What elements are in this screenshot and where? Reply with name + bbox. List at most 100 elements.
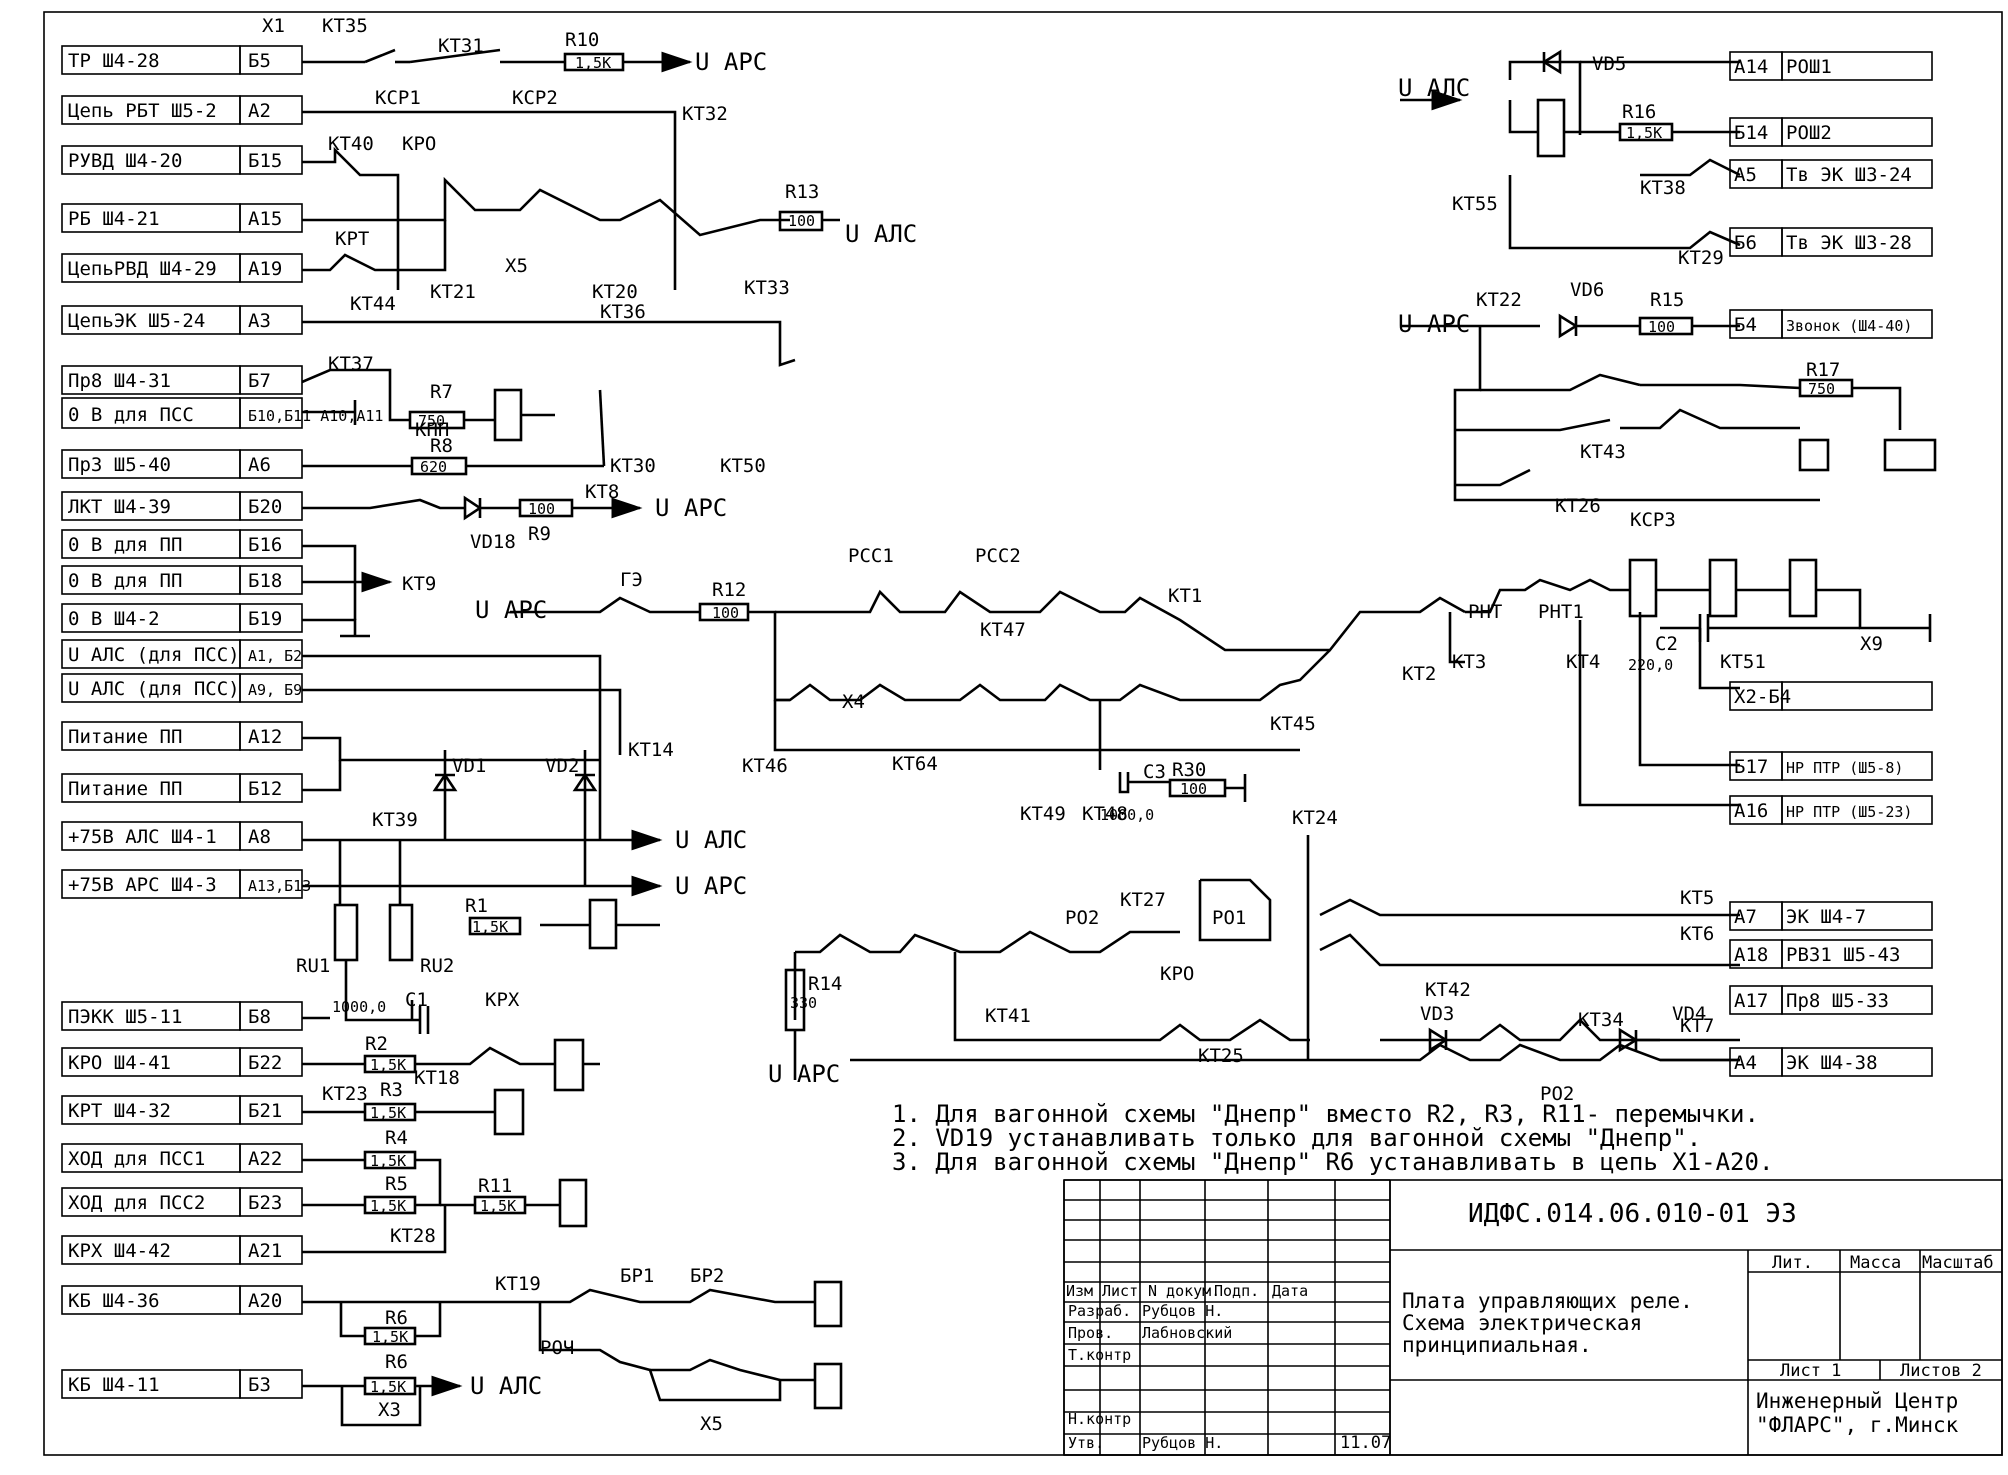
schematic-label: КТ49 — [1020, 803, 1066, 825]
schematic-label: КТ35 — [322, 15, 368, 37]
right-row-name-cell — [1781, 1047, 1933, 1077]
left-row-label: 0 В для ПП — [68, 534, 182, 556]
right-row-code: А18 — [1734, 944, 1768, 966]
left-row-code: А1, Б2 — [248, 647, 302, 665]
right-row-name-cell — [1781, 751, 1933, 781]
left-row-label: Цепь РБТ Ш5-2 — [68, 100, 217, 122]
left-row-code: Б8 — [248, 1006, 271, 1028]
schematic-label: R5 — [385, 1173, 408, 1195]
schematic-label: VD5 — [1592, 53, 1626, 75]
schematic-label: 100 — [712, 604, 739, 622]
schematic-label: БР1 — [620, 1265, 654, 1287]
schematic-label: VD1 — [452, 755, 486, 777]
schematic-label: U АРС — [475, 596, 547, 624]
schematic-label: РНТ — [1468, 601, 1502, 623]
schematic-label: КТ42 — [1425, 979, 1471, 1001]
left-row-code-cell — [239, 721, 303, 751]
left-row-label: ТР Ш4-28 — [68, 50, 160, 72]
schematic-label: КТ37 — [328, 353, 374, 375]
right-row-name: Тв ЭК Ш3-28 — [1786, 232, 1912, 254]
schematic-label: U АРС — [675, 872, 747, 900]
left-row-label: 0 В для ПП — [68, 570, 182, 592]
schematic-label: РО2 — [1065, 907, 1099, 929]
schematic-label: КСР2 — [512, 87, 558, 109]
left-row-code-cell — [239, 1001, 303, 1031]
left-row-code: А15 — [248, 208, 282, 230]
schematic-label: R6 — [385, 1307, 408, 1329]
schematic-label: 750 — [418, 412, 445, 430]
right-row-name: РОШ2 — [1786, 122, 1832, 144]
left-row-code: Б3 — [248, 1374, 271, 1396]
tb-col-header: Подп. — [1214, 1282, 1259, 1300]
right-row-name-cell — [1781, 901, 1933, 931]
schematic-label: КТ44 — [350, 293, 396, 315]
schematic-label: R13 — [785, 181, 819, 203]
right-row-code: Б6 — [1734, 232, 1757, 254]
tb-role: Разраб. — [1068, 1302, 1131, 1320]
schematic-label: КТ55 — [1452, 193, 1498, 215]
tb-name: Рубцов Н. — [1142, 1302, 1223, 1320]
schematic-label: 1,5К — [472, 918, 508, 936]
schematic-label: Х3 — [378, 1399, 401, 1421]
schematic-label: R8 — [430, 435, 453, 457]
left-row-code: А19 — [248, 258, 282, 280]
right-row-name-cell — [1781, 939, 1933, 969]
schematic-label: U АЛС — [470, 1372, 542, 1400]
schematic-label: КТ3 — [1452, 651, 1486, 673]
left-row-code: Б7 — [248, 370, 271, 392]
schematic-label: КТ9 — [402, 573, 436, 595]
right-row-name-cell — [1781, 681, 1933, 711]
left-row-label: КРО Ш4-41 — [68, 1052, 171, 1074]
left-row-code: А12 — [248, 726, 282, 748]
left-row-code: А13,Б13 — [248, 877, 311, 895]
schematic-label: U АЛС — [845, 220, 917, 248]
left-row-label: КБ Ш4-36 — [68, 1290, 160, 1312]
left-row-label: КРТ Ш4-32 — [68, 1100, 171, 1122]
schematic-label: КТ32 — [682, 103, 728, 125]
schematic-label: КТ45 — [1270, 713, 1316, 735]
notes: 1. Для вагонной схемы "Днепр" вместо R2,… — [892, 1100, 1773, 1176]
schematic-label: U АЛС — [675, 826, 747, 854]
right-row-code: Б17 — [1734, 756, 1768, 778]
sheet-label: Лист 1 — [1780, 1361, 1841, 1381]
schematic-label: КТ48 — [1082, 803, 1128, 825]
schematic-label: R7 — [430, 381, 453, 403]
schematic-label: 1,5К — [370, 1378, 406, 1396]
schematic-label: 1,5К — [1626, 124, 1662, 142]
tb-role: Т.контр — [1068, 1346, 1131, 1364]
left-row-label: U АЛС (для ПСС) — [68, 644, 240, 666]
left-row-code-cell — [239, 639, 303, 669]
schematic-label: КТ40 — [328, 133, 374, 155]
schematic-label: Х5 — [700, 1413, 723, 1435]
schematic-label: КТ21 — [430, 281, 476, 303]
schematic-label: 620 — [420, 458, 447, 476]
tb-name: Рубцов Н. — [1142, 1434, 1223, 1452]
left-row-code: А21 — [248, 1240, 282, 1262]
schematic-label: VD6 — [1570, 279, 1604, 301]
schematic-label: R11 — [478, 1175, 512, 1197]
schematic-label: 1,5К — [370, 1197, 406, 1215]
right-row-name: Тв ЭК Ш3-24 — [1786, 164, 1912, 186]
schematic-label: РНТ1 — [1538, 601, 1584, 623]
note-3: 3. Для вагонной схемы "Днепр" R6 устанав… — [892, 1148, 1773, 1176]
schematic-label: КТ50 — [720, 455, 766, 477]
schematic-label: 1,5К — [370, 1104, 406, 1122]
left-row-label: ЦепьРВД Ш4-29 — [68, 258, 217, 280]
schematic-label: R30 — [1172, 759, 1206, 781]
right-row-code: А17 — [1734, 990, 1768, 1012]
sheets-label: Листов 2 — [1900, 1361, 1982, 1381]
tb-role: Пров. — [1068, 1324, 1113, 1342]
left-row-label: РБ Ш4-21 — [68, 208, 160, 230]
tb-col-header: Изм — [1066, 1282, 1093, 1300]
schematic-label: U АРС — [655, 494, 727, 522]
left-row-code: Б21 — [248, 1100, 282, 1122]
left-row-label: ПЭКК Ш5-11 — [68, 1006, 182, 1028]
schematic-label: Х5 — [505, 255, 528, 277]
schematic-label: 1,5К — [480, 1197, 516, 1215]
schematic-label: R17 — [1806, 359, 1840, 381]
tb-role: Н.контр — [1068, 1410, 1131, 1428]
tb-role: Утв. — [1068, 1434, 1104, 1452]
